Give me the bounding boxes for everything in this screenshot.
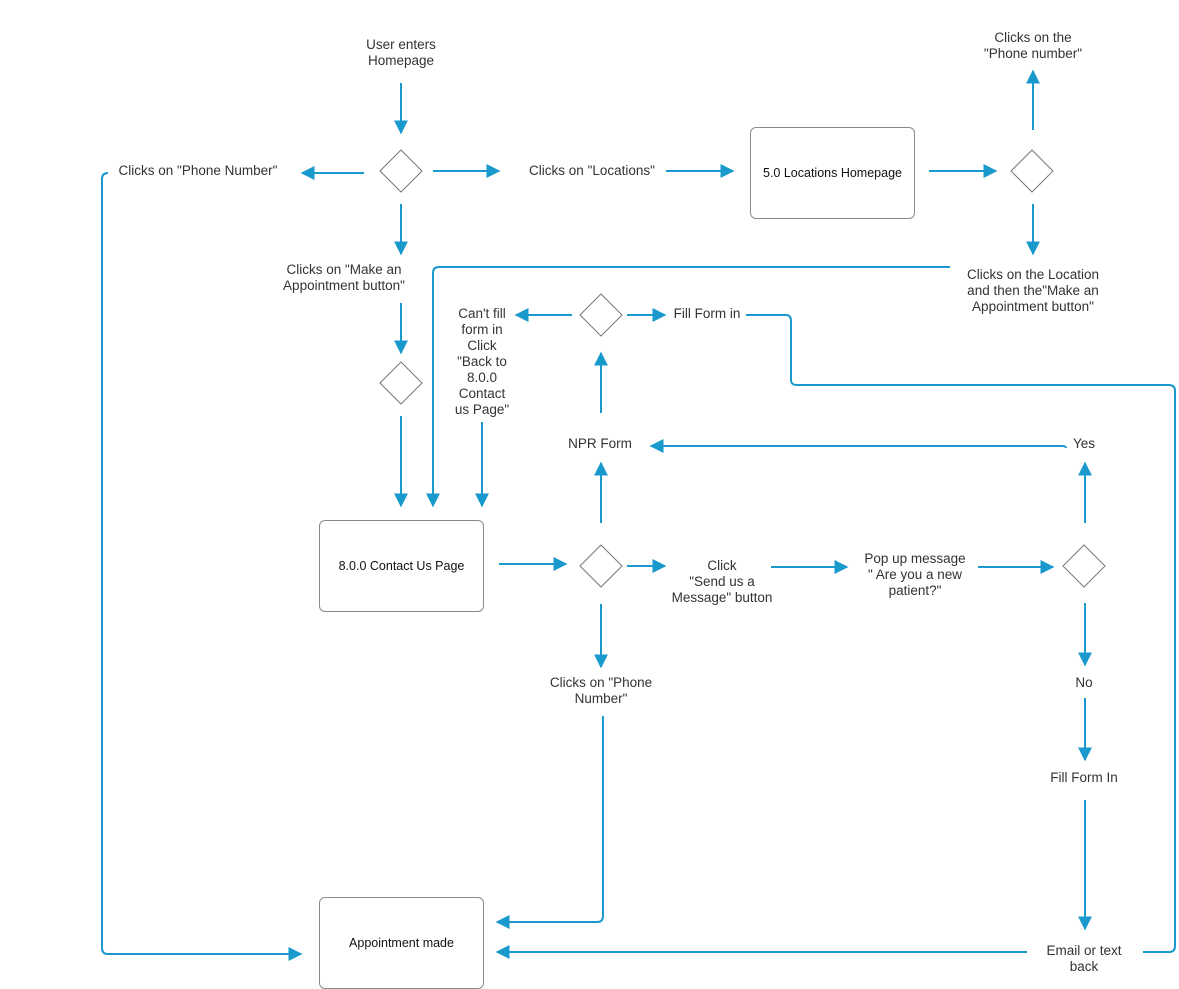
label-make-appointment: Clicks on "Make an Appointment button" xyxy=(283,262,405,293)
label-npr-form: NPR Form xyxy=(568,436,632,451)
label-popup-new-patient: Pop up message " Are you a new patient?" xyxy=(864,551,966,598)
label-location-then-appointment: Clicks on the Location and then the"Make… xyxy=(966,267,1100,314)
label-clicks-phone-number-bottom: Clicks on "Phone Number" xyxy=(549,675,653,706)
decision-diamond-contact xyxy=(579,544,623,588)
connector-fill-form-to-appt xyxy=(746,314,1176,953)
label-clicks-phone-number-left: Clicks on "Phone Number" xyxy=(118,163,278,178)
label-cant-fill-form: Can't fill form in Click "Back to 8.0.0 … xyxy=(454,306,510,417)
contact-us-page-box[interactable]: 8.0.0 Contact Us Page xyxy=(319,520,484,612)
appointment-made-box[interactable]: Appointment made xyxy=(319,897,484,989)
connector-phone-to-appointment xyxy=(495,716,604,929)
decision-diamond-appointment xyxy=(379,361,423,405)
appointment-made-label: Appointment made xyxy=(349,936,454,950)
label-no: No xyxy=(1075,675,1093,690)
connector-location-to-contact xyxy=(426,266,950,508)
label-user-enters-homepage: User enters Homepage xyxy=(366,37,436,68)
decision-diamond-new-patient xyxy=(1062,544,1106,588)
label-fill-form-in-2: Fill Form In xyxy=(1050,770,1118,785)
connector-left-phone-to-appointment xyxy=(101,172,303,961)
label-send-us-message: Click "Send us a Message" button xyxy=(671,558,773,605)
decision-diamond-locations xyxy=(1010,149,1054,193)
label-clicks-locations: Clicks on "Locations" xyxy=(529,163,655,178)
contact-us-page-label: 8.0.0 Contact Us Page xyxy=(338,559,465,573)
locations-homepage-label: 5.0 Locations Homepage xyxy=(763,166,902,180)
decision-diamond-form xyxy=(579,293,623,337)
decision-diamond-homepage xyxy=(379,149,423,193)
label-clicks-phone-number-top: Clicks on the "Phone number" xyxy=(983,30,1083,61)
label-email-or-text-back: Email or text back xyxy=(1046,943,1122,974)
label-yes: Yes xyxy=(1072,436,1096,451)
connector-yes-to-npr xyxy=(649,439,1067,453)
locations-homepage-box[interactable]: 5.0 Locations Homepage xyxy=(750,127,915,219)
label-fill-form-in: Fill Form in xyxy=(673,306,741,321)
